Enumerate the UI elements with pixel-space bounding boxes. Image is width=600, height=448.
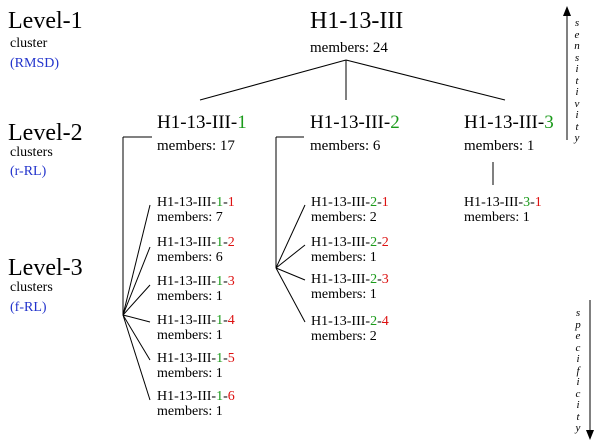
l3-node-1-3-members: members: 1 bbox=[157, 289, 223, 304]
arrow-up-head bbox=[563, 6, 571, 16]
l3-node-1-6-name: H1-13-III-1-6 bbox=[157, 389, 235, 404]
level-3-sub: clusters bbox=[10, 280, 53, 295]
level-3-method: (f-RL) bbox=[10, 300, 47, 315]
level-1-method: (RMSD) bbox=[10, 56, 60, 71]
edge-root-l2-1 bbox=[199, 59, 347, 101]
l3-node-2-2-members: members: 1 bbox=[311, 250, 377, 265]
level-3-title: Level-3 bbox=[8, 255, 83, 281]
l3-node-2-3-members: members: 1 bbox=[311, 287, 377, 302]
l3-node-2-2-name: H1-13-III-2-2 bbox=[311, 235, 389, 250]
l2-node-1-members: members: 17 bbox=[157, 138, 235, 154]
level-2-method: (r-RL) bbox=[10, 164, 47, 179]
level-1-title: Level-1 bbox=[8, 8, 83, 34]
l2-node-3-name: H1-13-III-3 bbox=[464, 112, 554, 133]
root-node-members: members: 24 bbox=[310, 40, 388, 56]
l3-node-3-1-name: H1-13-III-3-1 bbox=[464, 195, 542, 210]
level-2-sub: clusters bbox=[10, 145, 53, 160]
level-1-sub: cluster bbox=[10, 36, 48, 51]
l3-node-2-1-name: H1-13-III-2-1 bbox=[311, 195, 389, 210]
level-2-title: Level-2 bbox=[8, 120, 83, 146]
l3-node-2-3-name: H1-13-III-2-3 bbox=[311, 272, 389, 287]
l3-node-2-4-members: members: 2 bbox=[311, 329, 377, 344]
l2-node-2-members: members: 6 bbox=[310, 138, 381, 154]
l3-node-3-1-members: members: 1 bbox=[464, 210, 530, 225]
l3-node-2-1-members: members: 2 bbox=[311, 210, 377, 225]
l2-node-3-members: members: 1 bbox=[464, 138, 535, 154]
l2-node-1-name: H1-13-III-1 bbox=[157, 112, 247, 133]
l3-node-1-1-members: members: 7 bbox=[157, 210, 223, 225]
l3-node-1-5-name: H1-13-III-1-5 bbox=[157, 351, 235, 366]
edge-root-l2-3 bbox=[345, 59, 506, 101]
l3-node-1-2-members: members: 6 bbox=[157, 250, 223, 265]
l2-node-2-name: H1-13-III-2 bbox=[310, 112, 400, 133]
l3-node-1-3-name: H1-13-III-1-3 bbox=[157, 274, 235, 289]
l3-node-1-6-members: members: 1 bbox=[157, 404, 223, 419]
root-node-name: H1-13-III bbox=[310, 8, 404, 34]
l3-node-1-4-name: H1-13-III-1-4 bbox=[157, 313, 235, 328]
arrow-down-head bbox=[586, 430, 594, 440]
l3-node-1-1-name: H1-13-III-1-1 bbox=[157, 195, 235, 210]
l3-node-1-2-name: H1-13-III-1-2 bbox=[157, 235, 235, 250]
l3-node-1-4-members: members: 1 bbox=[157, 328, 223, 343]
l3-node-1-5-members: members: 1 bbox=[157, 366, 223, 381]
l3-node-2-4-name: H1-13-III-2-4 bbox=[311, 314, 389, 329]
